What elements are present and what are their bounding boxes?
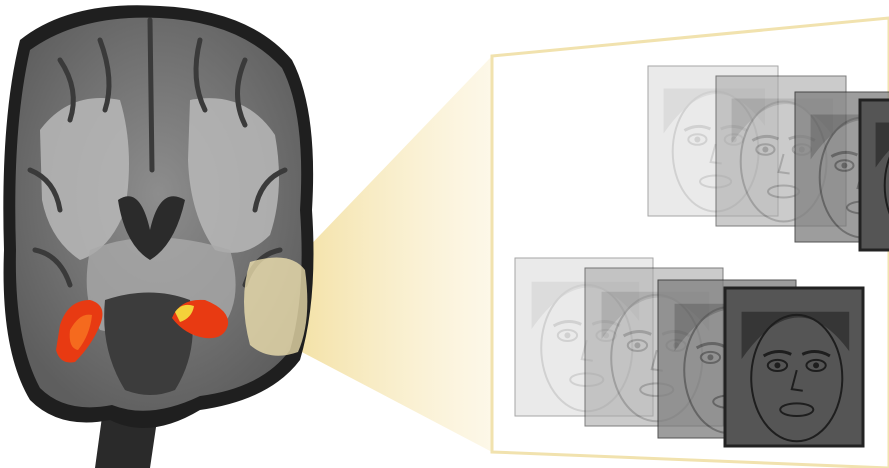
face-card-row2-4 <box>725 288 863 446</box>
highlighted-region <box>244 258 307 356</box>
face-card-row1-4 <box>860 100 889 250</box>
